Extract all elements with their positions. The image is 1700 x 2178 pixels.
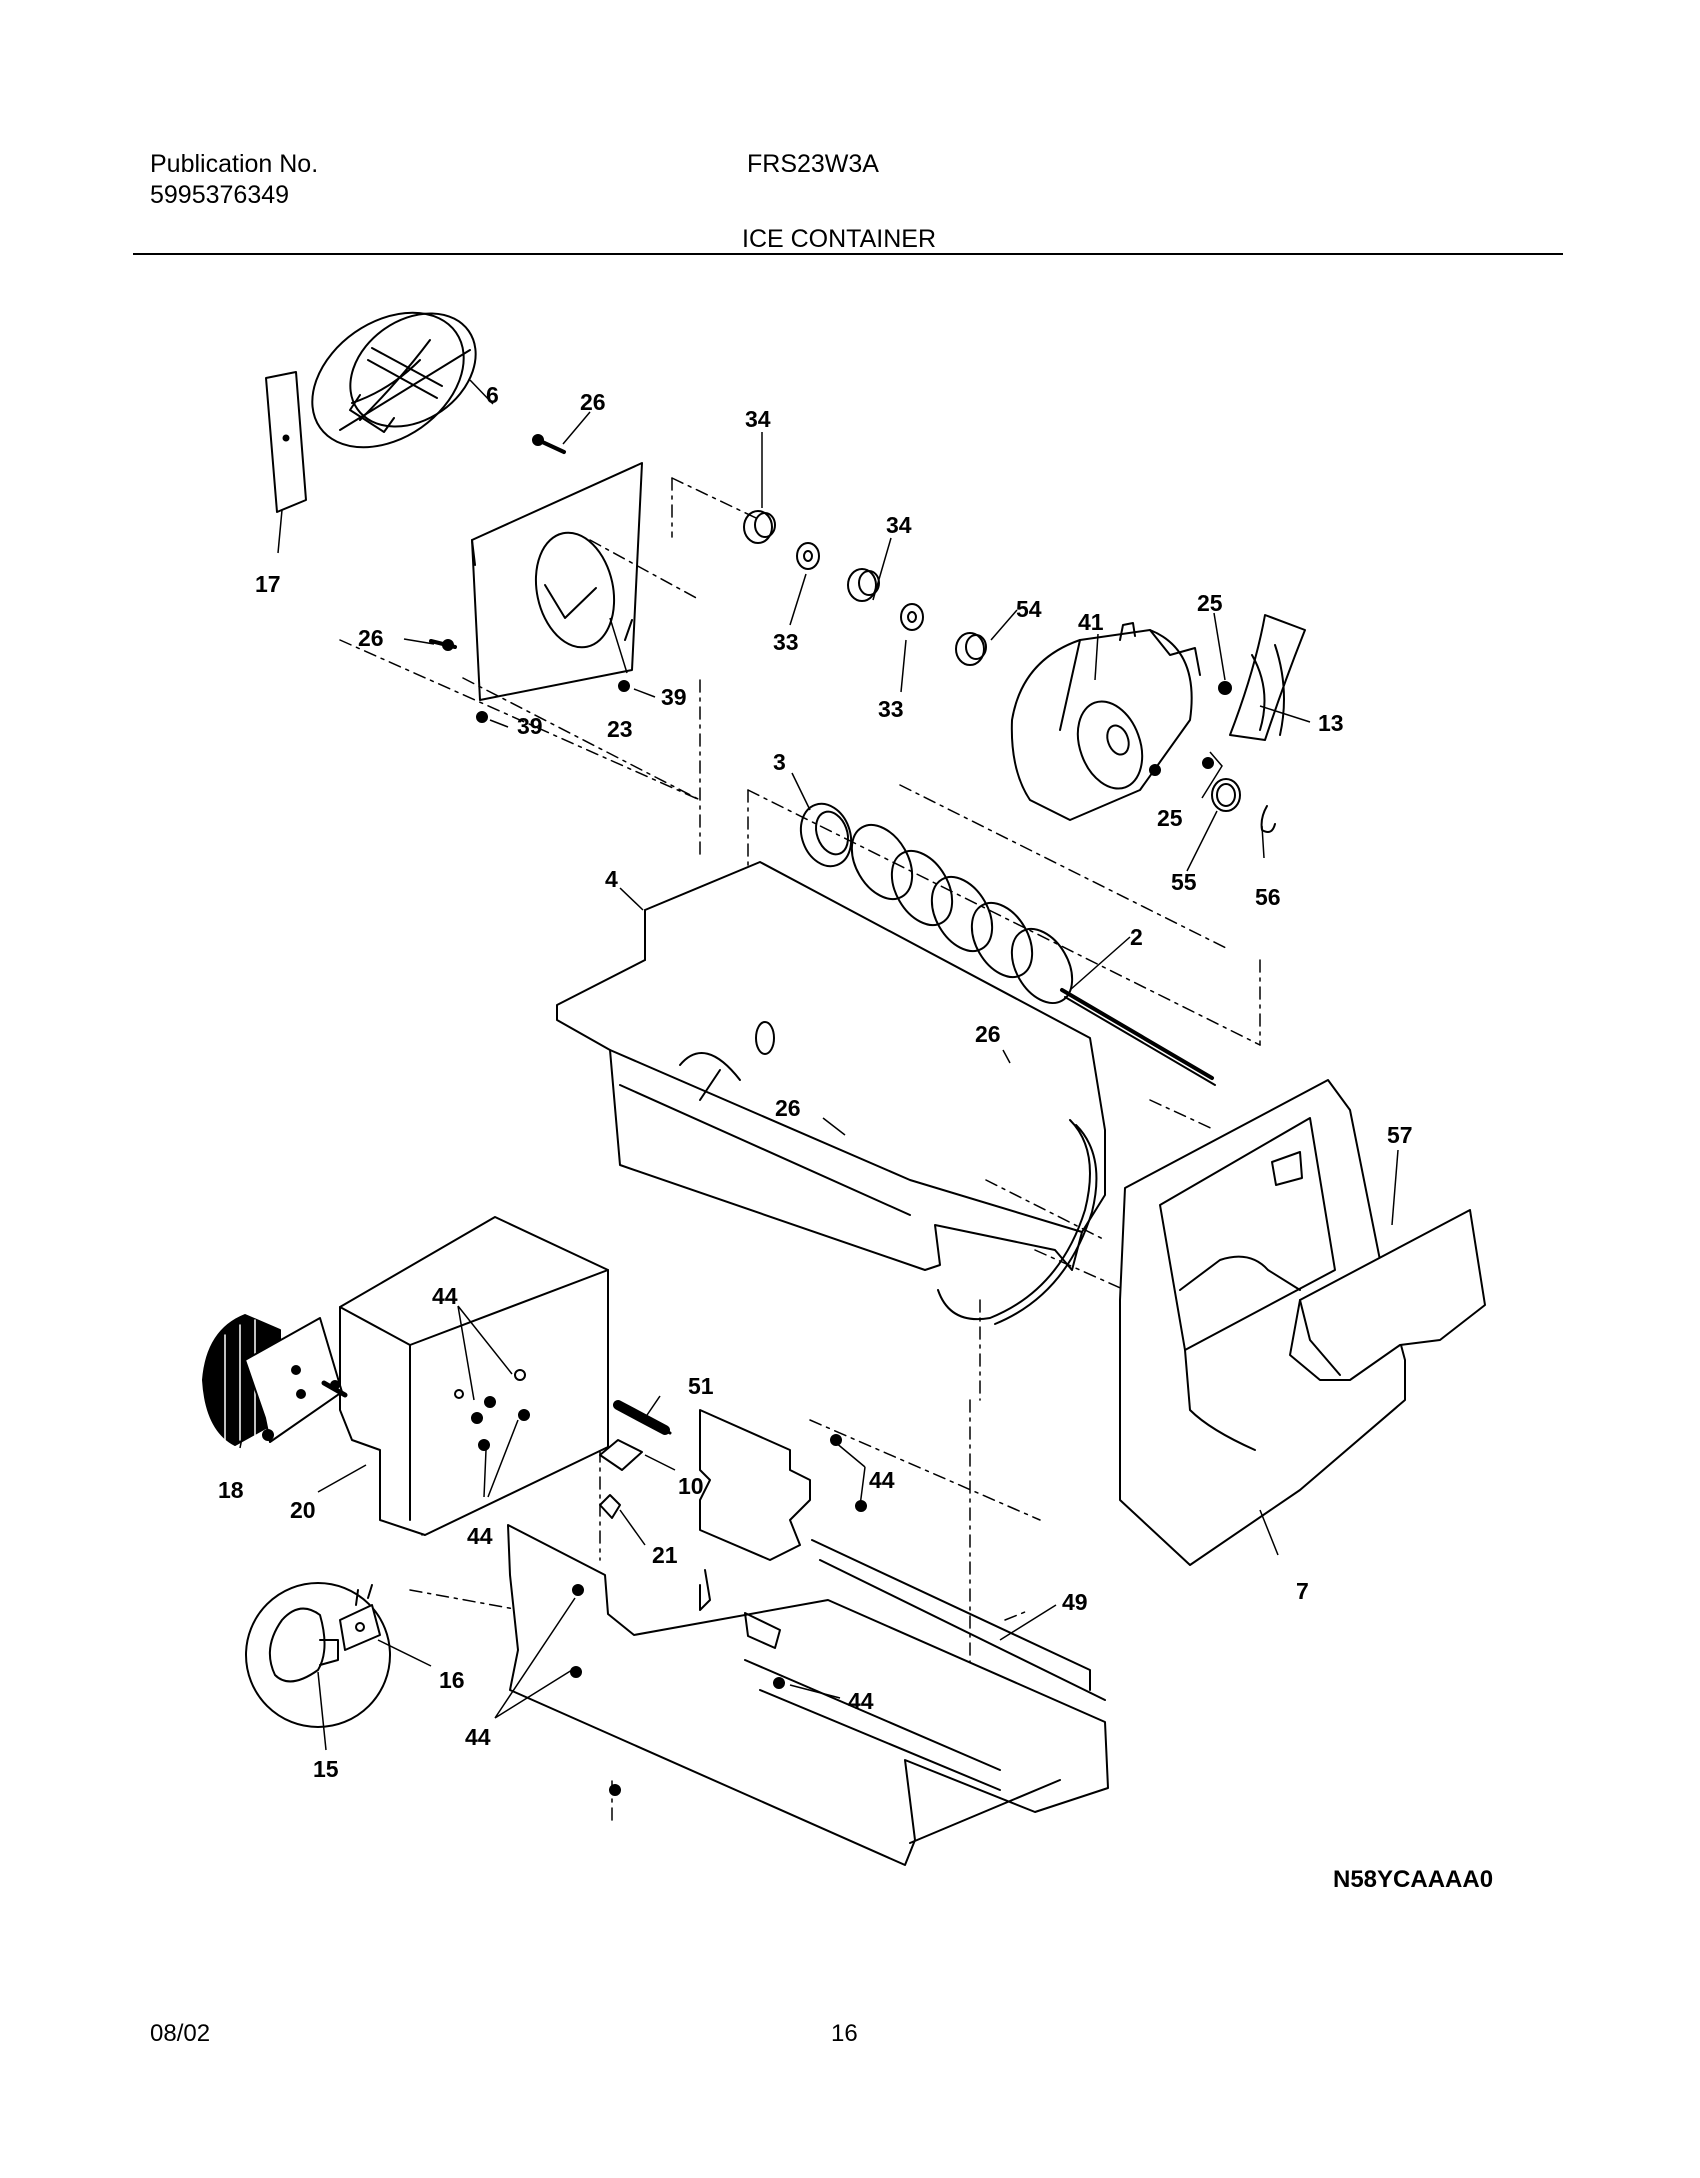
- callout-44: 44: [432, 1283, 458, 1309]
- callout-26: 26: [580, 389, 606, 415]
- callout-26: 26: [775, 1095, 801, 1121]
- callout-44: 44: [848, 1688, 874, 1714]
- callout-57: 57: [1387, 1122, 1413, 1148]
- callout-numbers: 6 26 34 34 17 33 33 41 54 25 13 26 39 39…: [218, 382, 1413, 1782]
- callout-54: 54: [1016, 596, 1042, 622]
- callout-15: 15: [313, 1756, 339, 1782]
- alignment-lines: [339, 477, 1261, 1821]
- callout-4: 4: [605, 866, 618, 892]
- callout-20: 20: [290, 1497, 316, 1523]
- callout-13: 13: [1318, 710, 1344, 736]
- part-23-mounting-plate: [471, 462, 643, 701]
- model-number: FRS23W3A: [747, 150, 879, 178]
- callout-17: 17: [255, 571, 281, 597]
- callout-26: 26: [975, 1021, 1001, 1047]
- callout-21: 21: [652, 1542, 678, 1568]
- part-6-auger-drum: [311, 311, 477, 449]
- publication-number: 5995376349: [150, 181, 290, 209]
- callout-2: 2: [1130, 924, 1143, 950]
- callout-51: 51: [688, 1373, 714, 1399]
- callout-18: 18: [218, 1477, 244, 1503]
- callout-44: 44: [467, 1523, 493, 1549]
- callout-10: 10: [678, 1473, 704, 1499]
- part-57-paddle: [1289, 1209, 1486, 1381]
- drawing-code: N58YCAAAA0: [1333, 1866, 1494, 1893]
- section-title: ICE CONTAINER: [742, 225, 936, 253]
- callout-leaders: [239, 379, 1399, 1751]
- part-3-coupling: [799, 802, 853, 868]
- part-13-bracket: [1229, 614, 1306, 741]
- part-18-motor: [202, 1314, 348, 1446]
- callout-56: 56: [1255, 884, 1281, 910]
- part-49-bracket-assembly: [507, 1409, 1109, 1866]
- part-41-motor-housing: [1010, 622, 1201, 821]
- callout-39: 39: [517, 713, 543, 739]
- callout-34: 34: [745, 406, 771, 432]
- callout-34: 34: [886, 512, 912, 538]
- callout-33: 33: [878, 696, 904, 722]
- callout-33: 33: [773, 629, 799, 655]
- callout-55: 55: [1171, 869, 1197, 895]
- callout-39: 39: [661, 684, 687, 710]
- callout-26: 26: [358, 625, 384, 651]
- callout-6: 6: [486, 382, 499, 408]
- callout-7: 7: [1296, 1578, 1309, 1604]
- callout-25: 25: [1157, 805, 1183, 831]
- part-17-label-card: [265, 371, 307, 513]
- callout-41: 41: [1078, 609, 1104, 635]
- header-rule: [133, 253, 1563, 255]
- callout-25: 25: [1197, 590, 1223, 616]
- page-number: 16: [831, 2020, 858, 2047]
- part-7-dispenser-housing: [1119, 1079, 1406, 1566]
- part-small-fasteners-25-55-56: [1149, 681, 1276, 833]
- callout-23: 23: [607, 716, 633, 742]
- callout-44: 44: [465, 1724, 491, 1750]
- callout-44: 44: [869, 1467, 895, 1493]
- callout-3: 3: [773, 749, 786, 775]
- part-2-auger-coil: [850, 824, 1216, 1086]
- part-screws-26-39: [429, 434, 630, 723]
- part-lamp-detail-15-16: [245, 1582, 391, 1728]
- callout-49: 49: [1062, 1589, 1088, 1615]
- part-4-ice-container: [556, 861, 1106, 1325]
- callout-16: 16: [439, 1667, 465, 1693]
- part-20-housing-box: [339, 1216, 609, 1536]
- part-bushings-33-34: [743, 510, 987, 666]
- publication-date: 08/02: [150, 2020, 211, 2047]
- publication-label: Publication No.: [150, 150, 319, 178]
- part-small-components-10-21-51: [599, 1400, 672, 1519]
